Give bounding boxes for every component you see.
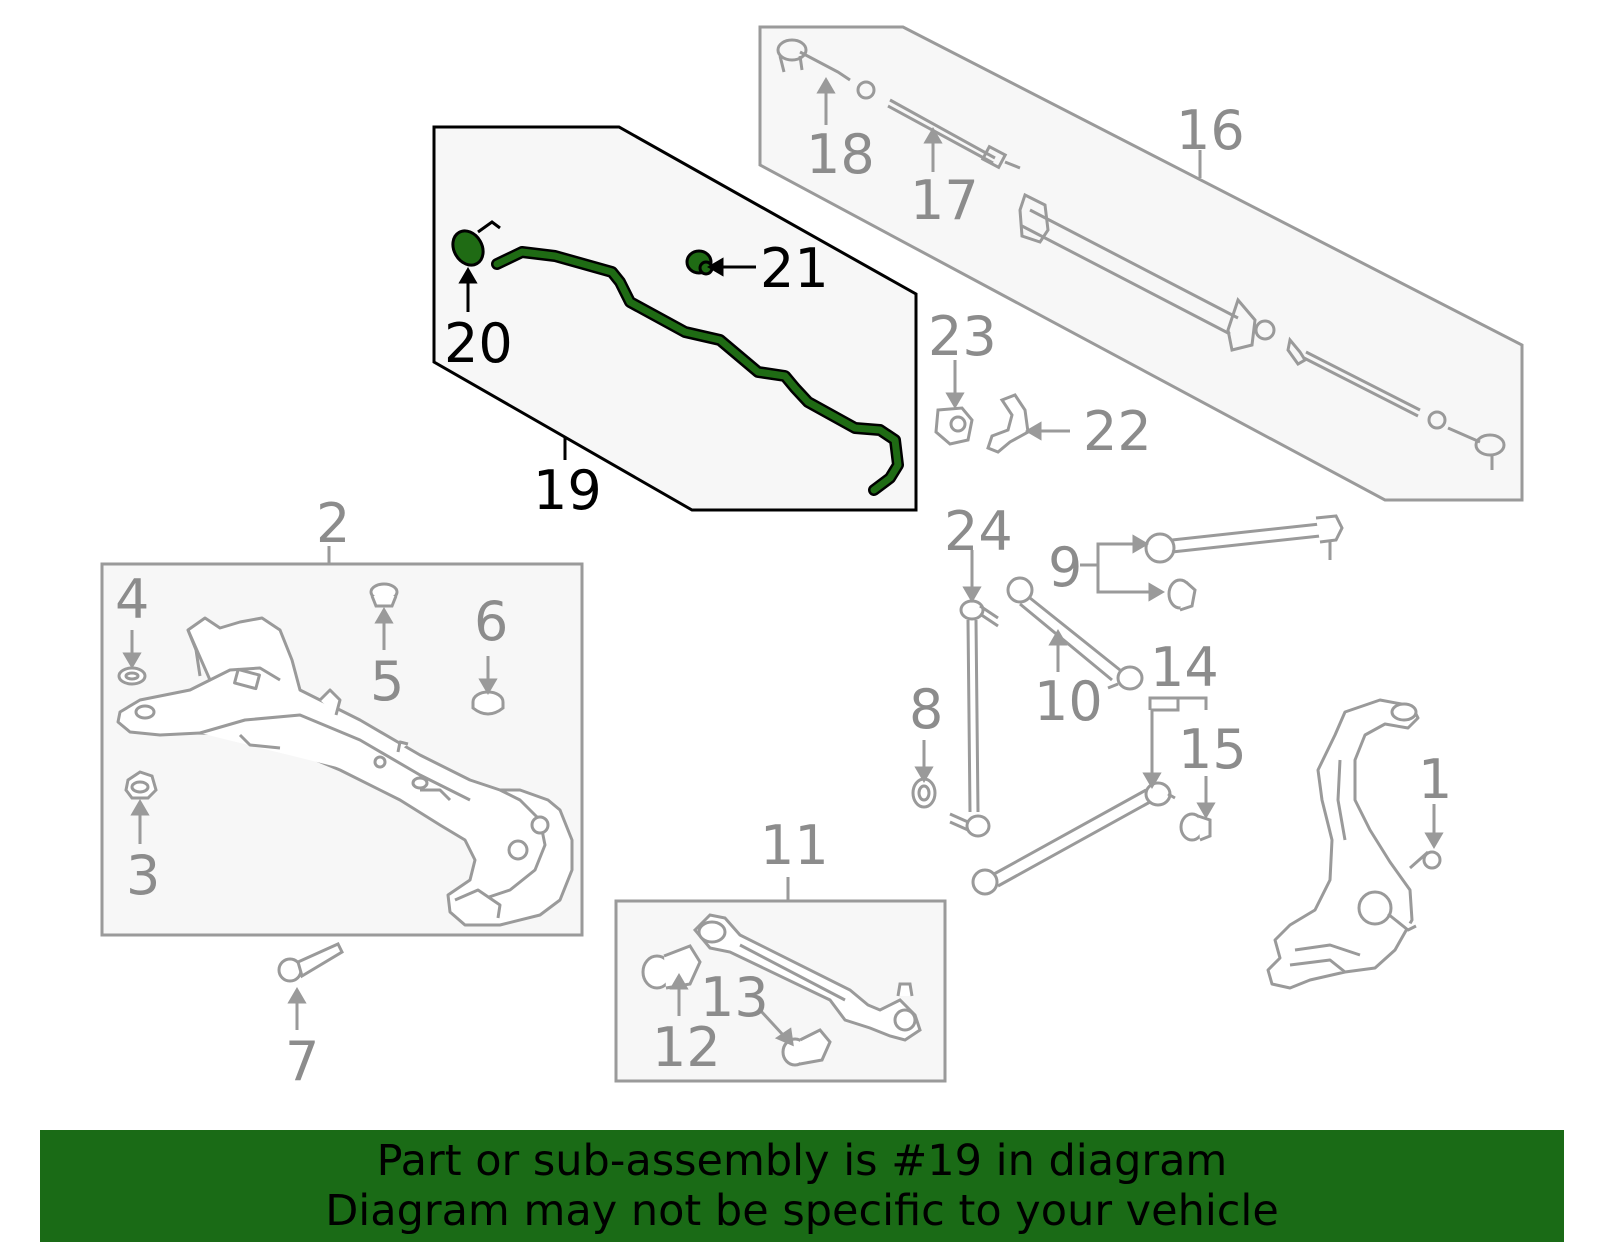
callout-10: 10 <box>1034 670 1103 733</box>
callout-24: 24 <box>944 500 1013 563</box>
callout-4: 4 <box>115 568 149 631</box>
callout-11: 11 <box>760 814 829 877</box>
callout-22: 22 <box>1083 400 1152 463</box>
arrow-20 <box>458 267 478 312</box>
stabilizer-bar <box>491 246 904 496</box>
callout-19: 19 <box>533 459 602 522</box>
callout-8: 8 <box>909 678 943 741</box>
arrow-21 <box>707 257 756 277</box>
bushing-23 <box>934 406 974 446</box>
upper-arm-9 <box>1144 514 1344 612</box>
group-box-16 <box>758 25 1524 502</box>
arrow-18 <box>816 77 836 125</box>
callout-12: 12 <box>652 1016 721 1079</box>
callout-17: 17 <box>910 169 979 232</box>
crossmember <box>116 616 574 927</box>
arrow-22 <box>1025 421 1070 441</box>
arrow-23 <box>945 360 965 409</box>
callout-21: 21 <box>760 237 829 300</box>
arrows-right <box>914 534 1444 849</box>
arrows-lower-arm <box>669 973 794 1047</box>
callout-16: 16 <box>1176 99 1245 162</box>
group-box-19 <box>432 125 918 512</box>
arm-10 <box>1006 576 1144 691</box>
callout-6: 6 <box>474 590 508 653</box>
callout-2: 2 <box>316 492 350 555</box>
callout-18: 18 <box>806 123 875 186</box>
arm-14 <box>971 781 1176 896</box>
washer-8 <box>911 777 937 809</box>
info-banner: Part or sub-assembly is #19 in diagram D… <box>40 1130 1564 1242</box>
arrow-17 <box>923 127 943 172</box>
group-box-11 <box>614 899 947 1083</box>
bushing-15 <box>1179 812 1212 842</box>
tie-rod-assembly <box>776 38 1506 470</box>
callout-14: 14 <box>1150 636 1219 699</box>
callout-7: 7 <box>285 1030 319 1093</box>
lower-control-arm <box>641 913 922 1067</box>
callout-9: 9 <box>1048 536 1082 599</box>
bracket-22 <box>986 393 1030 454</box>
stabilizer-bushing-21 <box>685 249 714 276</box>
callout-23: 23 <box>928 305 997 368</box>
callout-13: 13 <box>700 966 769 1029</box>
banner-line-2: Diagram may not be specific to your vehi… <box>325 1186 1279 1236</box>
parts-diagram: 16 18 17 21 20 19 23 22 2 24 9 4 6 14 5 … <box>100 25 1524 1093</box>
banner-line-1: Part or sub-assembly is #19 in diagram <box>376 1136 1228 1186</box>
stabilizer-bushing-20 <box>451 220 501 267</box>
callout-1: 1 <box>1418 748 1452 811</box>
callout-20: 20 <box>444 312 513 375</box>
stabilizer-link-24 <box>949 599 999 838</box>
callout-15: 15 <box>1178 718 1247 781</box>
small-parts-crossmember <box>117 582 505 983</box>
arrows-crossmember <box>122 607 498 1030</box>
callout-5: 5 <box>370 650 404 713</box>
knuckle-1 <box>1266 698 1442 990</box>
callout-3: 3 <box>126 844 160 907</box>
